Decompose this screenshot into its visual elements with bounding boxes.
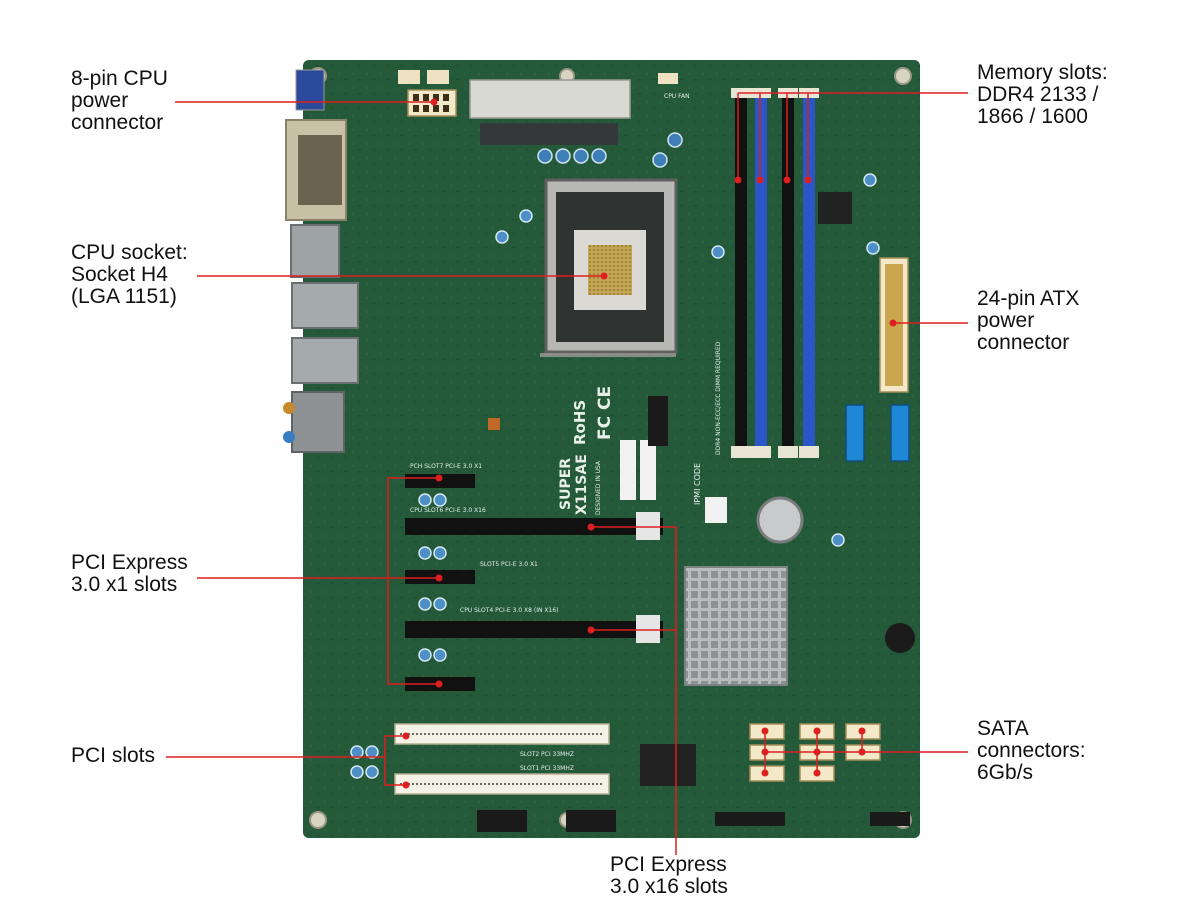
usb-headers (845, 404, 910, 462)
memory-silkscreen: DDR4 NON-ECC/ECC DIMM REQUIRED (715, 341, 722, 455)
leader-pcie-x1-top (387, 477, 439, 578)
brand-logo: SUPER (558, 458, 574, 510)
callout-cpu-power: 8-pin CPU power connector (71, 68, 168, 134)
callout-atx-power-line1: 24-pin ATX (977, 287, 1080, 310)
callout-pcie-x1: PCI Express 3.0 x1 slots (71, 552, 188, 596)
callout-memory-line2: DDR4 2133 / (977, 83, 1099, 106)
callout-cpu-power-line3: connector (71, 111, 164, 134)
callout-pcie-x1-line1: PCI Express (71, 551, 188, 574)
pci-slot2-label: SLOT2 PCI 33MHZ (520, 751, 574, 758)
cmos-battery (756, 496, 804, 544)
leader-pci-top (384, 735, 406, 757)
callout-cpu-socket-line3: (LGA 1151) (71, 285, 177, 308)
callout-sata-line3: 6Gb/s (977, 761, 1034, 784)
callout-memory-line1: Memory slots: (977, 61, 1108, 84)
model-name: X11SAE (574, 454, 590, 515)
super-io-chip (818, 192, 852, 224)
certification-marks: FC CE (595, 386, 615, 440)
leader-pcie-x16 (591, 526, 677, 855)
callout-sata: SATA connectors: 6Gb/s (977, 718, 1086, 784)
callout-pcie-x1-line2: 3.0 x1 slots (71, 573, 178, 596)
bottom-headers (477, 810, 910, 832)
capacitors (350, 173, 880, 779)
callout-memory: Memory slots: DDR4 2133 / 1866 / 1600 (977, 62, 1108, 128)
slot4-label: CPU SLOT4 PCI-E 3.0 X8 (IN X16) (460, 607, 558, 614)
callout-pci-slots-line1: PCI slots (71, 744, 156, 767)
callout-pci-slots: PCI slots (71, 745, 155, 767)
callout-pcie-x16: PCI Express 3.0 x16 slots (610, 854, 728, 898)
expansion-slots: PCH SLOT7 PCI-E 3.0 X1 CPU SLOT6 PCI-E 3… (394, 463, 663, 795)
chipset-heatsink (684, 566, 788, 686)
cpu-power-connector (398, 70, 457, 117)
callout-cpu-power-line1: 8-pin CPU (71, 67, 168, 90)
leader-pci-bottom (384, 757, 406, 786)
designed-in-usa: DESIGNED IN USA (595, 460, 602, 515)
pci-slot1-label: SLOT1 PCI 33MHZ (520, 765, 574, 772)
board-branding: SUPER X11SAE DESIGNED IN USA RoHS FC CE … (558, 386, 702, 515)
rear-io-panel (283, 69, 359, 453)
callout-pcie-x16-line2: 3.0 x16 slots (610, 875, 728, 898)
rohs-mark: RoHS (571, 400, 589, 445)
leader-pcie-x1-bottom (387, 578, 439, 685)
buzzer (885, 623, 915, 653)
callout-cpu-socket-line1: CPU socket: (71, 241, 188, 264)
cpu-fan-label: CPU FAN (664, 93, 690, 100)
callout-memory-line3: 1866 / 1600 (977, 105, 1088, 128)
slot5-label: SLOT5 PCI-E 3.0 X1 (480, 561, 538, 568)
callout-sata-line1: SATA (977, 717, 1029, 740)
callout-atx-power: 24-pin ATX power connector (977, 288, 1079, 354)
callout-pcie-x16-line1: PCI Express (610, 853, 727, 876)
slot6-label: CPU SLOT6 PCI-E 3.0 X16 (410, 507, 486, 514)
bmc-chip (640, 744, 696, 786)
ipmi-code-label: IPMI CODE (693, 463, 702, 505)
slot7-label: PCH SLOT7 PCI-E 3.0 X1 (410, 463, 482, 470)
callout-sata-line2: connectors: (977, 739, 1086, 762)
callout-atx-power-line3: connector (977, 331, 1070, 354)
callout-cpu-power-line2: power (71, 89, 129, 112)
callout-cpu-socket-line2: Socket H4 (71, 263, 168, 286)
leader-dots (402, 98, 897, 789)
callout-cpu-socket: CPU socket: Socket H4 (LGA 1151) (71, 242, 188, 308)
callout-atx-power-line2: power (977, 309, 1035, 332)
leader-lines (166, 92, 968, 855)
cpu-socket (540, 178, 678, 357)
vrm-area: CPU FAN (469, 73, 690, 168)
